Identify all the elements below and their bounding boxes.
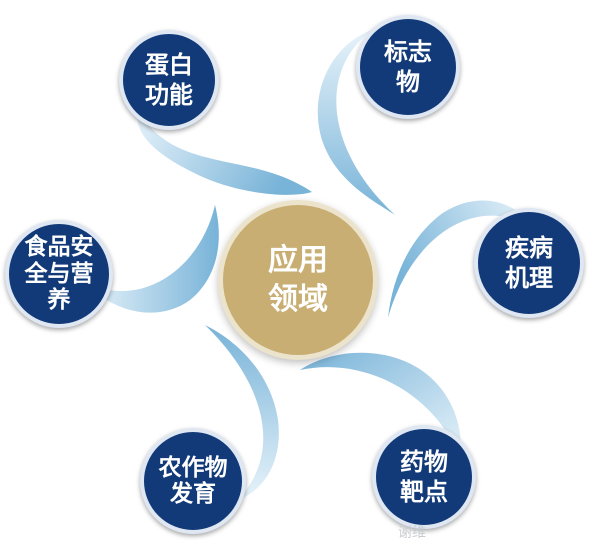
swirl-arm-biomarker: [317, 30, 395, 215]
center-node: 应用 领域: [218, 200, 378, 360]
watermark: 谢维: [398, 525, 426, 541]
swirl-arm-food-safety-nutrition: [85, 205, 219, 313]
swirl-arm-protein-function: [137, 110, 312, 195]
node-drug-target: 药物 靶点: [372, 425, 476, 529]
node-label-drug-target: 药物 靶点: [400, 448, 448, 506]
node-label-biomarker: 标志 物: [384, 38, 432, 96]
swirl-arm-drug-target: [300, 352, 461, 460]
node-label-food-safety-nutrition: 食品安 全与营 养: [24, 234, 94, 314]
swirl-arm-crop-development: [205, 325, 279, 500]
node-label-protein-function: 蛋白 功能: [145, 51, 193, 109]
node-label-crop-development: 农作物 发育: [158, 454, 228, 507]
node-biomarker: 标志 物: [356, 15, 460, 119]
node-disease-mechanism: 疾病 机理: [474, 208, 584, 318]
node-protein-function: 蛋白 功能: [119, 30, 219, 130]
node-food-safety-nutrition: 食品安 全与营 养: [5, 220, 113, 328]
node-label-disease-mechanism: 疾病 机理: [505, 234, 553, 292]
center-label: 应用 领域: [268, 243, 328, 317]
node-crop-development: 农作物 发育: [140, 428, 246, 534]
